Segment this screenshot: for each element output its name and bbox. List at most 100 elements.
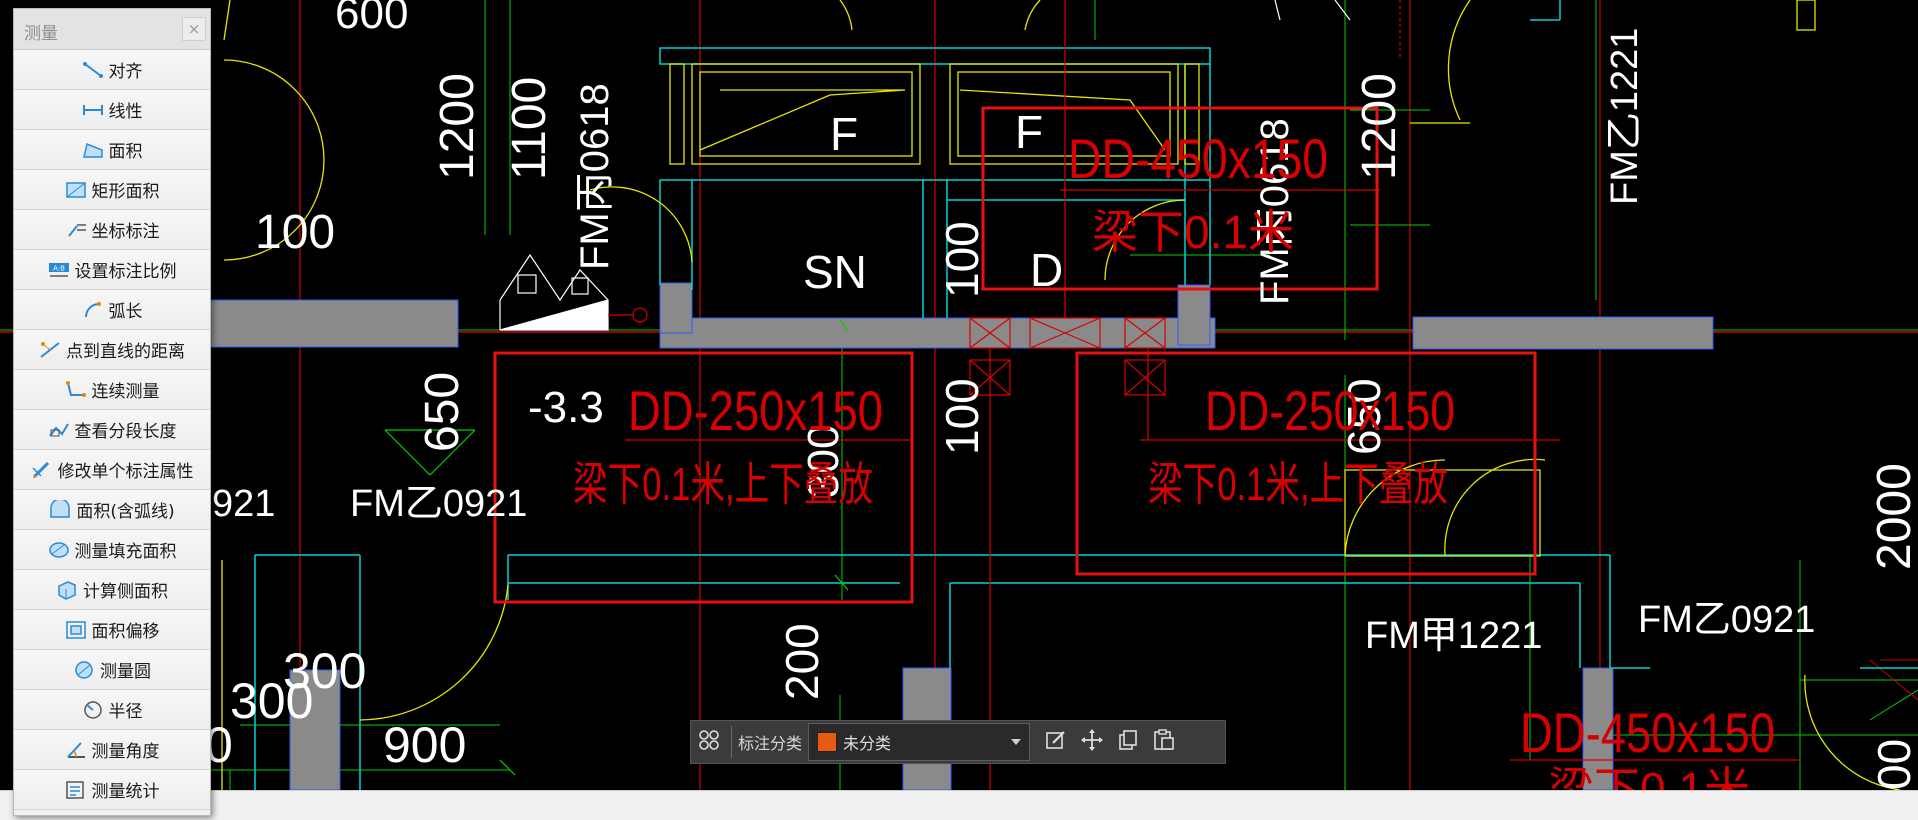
label-door-fm-bing-0618-b: FM丙0618 — [1253, 118, 1297, 305]
tool-linear[interactable]: 线性 — [14, 90, 210, 130]
beam-box-3[interactable] — [1075, 351, 1537, 576]
label-1200-b: 1200 — [1353, 73, 1406, 180]
cad-drawing-canvas[interactable]: 600 1200 1100 FM丙0618 F F 1200 FM乙1221 1… — [0, 0, 1918, 790]
panel-header[interactable]: 测量 × — [14, 9, 210, 50]
tool-arc-length[interactable]: 弧长 — [14, 290, 210, 330]
label-300-b: 300 — [283, 643, 366, 699]
bottom-status-strip — [0, 790, 1918, 820]
tool-label: 修改单个标注属性 — [57, 462, 194, 482]
arc-area-icon — [49, 499, 71, 520]
area-offset-icon — [65, 620, 87, 640]
edit-button[interactable] — [1038, 724, 1074, 760]
category-color-swatch — [817, 732, 838, 752]
label-1200-a: 1200 — [431, 73, 484, 180]
tool-area[interactable]: 面积 — [14, 130, 210, 170]
tool-label: 设置标注比例 — [74, 262, 177, 282]
beam-4-note: 梁下0.1米 — [1548, 763, 1750, 790]
tool-side-area[interactable]: 计算侧面积 — [14, 570, 210, 610]
annotation-toolbar: 标注分类 未分类 — [690, 720, 1226, 764]
continuous-measure-icon — [65, 380, 87, 400]
label-300-c: 300 — [230, 673, 313, 729]
tool-circle[interactable]: 测量圆 — [14, 650, 210, 690]
grid-button[interactable] — [691, 724, 727, 760]
grid-icon — [696, 727, 722, 757]
tool-fill-area[interactable]: 测量填充面积 — [14, 530, 210, 570]
label-door-fm-yi-0921-b: FM乙0921 — [1638, 599, 1815, 641]
tool-label: 查看分段长度 — [74, 422, 177, 442]
label-door-fm-yi-0921-a: FM乙0921 — [350, 483, 527, 525]
fill-area-icon — [48, 540, 70, 560]
tool-angle[interactable]: 测量角度 — [14, 730, 210, 770]
tool-radius[interactable]: 半径 — [14, 690, 210, 730]
label-00: 00 — [1868, 739, 1918, 790]
tool-label: 面积 — [108, 142, 143, 162]
tool-point-to-line[interactable]: 点到直线的距离 — [14, 330, 210, 370]
tool-label: 计算侧面积 — [83, 582, 168, 602]
highlight-boxes — [493, 106, 1537, 604]
arc-length-icon — [82, 300, 104, 320]
tool-label: 矩形面积 — [91, 182, 160, 202]
label-door-fm-yi-1221-a: FM乙1221 — [1604, 28, 1646, 205]
copy-button[interactable] — [1110, 724, 1146, 760]
beam-2-note: 梁下0.1米,上下叠放 — [573, 458, 873, 510]
paste-icon — [1151, 727, 1177, 757]
tool-arc-area[interactable]: 面积(含弧线) — [14, 490, 210, 530]
label-1100: 1100 — [503, 77, 556, 180]
dimension-ticks — [384, 319, 849, 776]
beam-markers — [625, 0, 1800, 790]
beam-1-name: DD-450x150 — [1068, 127, 1328, 190]
category-select[interactable]: 未分类 — [808, 723, 1031, 761]
beam-2-name: DD-250x150 — [628, 379, 883, 442]
label-200: 200 — [776, 623, 828, 700]
beam-box-2[interactable] — [493, 351, 914, 604]
beam-3-name: DD-250x150 — [1205, 379, 1455, 442]
close-button[interactable]: × — [182, 17, 206, 41]
label-900: 900 — [383, 717, 466, 773]
beam-box-1[interactable] — [981, 106, 1379, 291]
beam-4-name: DD-450x150 — [1520, 701, 1775, 764]
label-600: 600 — [335, 0, 408, 38]
label-room-sn: SN — [803, 246, 867, 298]
tool-label: 半径 — [108, 702, 143, 722]
label-650-b: 650 — [1338, 378, 1390, 455]
label-room-d: D — [1030, 244, 1063, 296]
label-door-fm-bing-0618-a: FM丙0618 — [573, 83, 617, 270]
tool-label: 测量填充面积 — [74, 542, 177, 562]
label-2000: 2000 — [1868, 463, 1918, 570]
label-100-c: 100 — [936, 378, 988, 455]
category-label: 标注分类 — [738, 734, 803, 753]
beam-3-note: 梁下0.1米,上下叠放 — [1148, 458, 1448, 510]
circle-icon — [73, 660, 95, 680]
move-button[interactable] — [1074, 724, 1110, 760]
coordinate-label-icon — [65, 220, 87, 240]
label-100-a: 100 — [255, 206, 335, 259]
segment-length-icon — [48, 420, 70, 440]
tool-rectangle-area[interactable]: 矩形面积 — [14, 170, 210, 210]
chevron-down-icon — [1011, 739, 1022, 745]
label-elev-3-3: -3.3 — [528, 383, 604, 432]
tool-coordinate-label[interactable]: 坐标标注 — [14, 210, 210, 250]
beam-1-note: 梁下0.1米 — [1092, 206, 1294, 258]
radius-icon — [82, 700, 104, 720]
tool-edit-label[interactable]: 修改单个标注属性 — [14, 450, 210, 490]
tool-label: 对齐 — [108, 62, 143, 82]
panel-title: 测量 — [24, 24, 58, 44]
label-300-a: 300 — [799, 425, 848, 498]
tool-aligned[interactable]: 对齐 — [14, 50, 210, 90]
tool-segment-length[interactable]: 查看分段长度 — [14, 410, 210, 450]
move-icon — [1079, 727, 1105, 757]
tool-statistics[interactable]: 测量统计 — [14, 770, 210, 810]
edit-label-icon — [31, 460, 53, 480]
tool-label: 面积(含弧线) — [76, 502, 175, 522]
scale-icon: A:B — [48, 260, 70, 280]
tool-label: 坐标标注 — [91, 222, 160, 242]
tool-continuous-measure[interactable]: 连续测量 — [14, 370, 210, 410]
angle-icon — [65, 740, 87, 760]
paste-button[interactable] — [1146, 724, 1182, 760]
label-650-a: 650 — [416, 372, 469, 452]
toolbar-separator — [731, 726, 732, 758]
tool-area-offset[interactable]: 面积偏移 — [14, 610, 210, 650]
